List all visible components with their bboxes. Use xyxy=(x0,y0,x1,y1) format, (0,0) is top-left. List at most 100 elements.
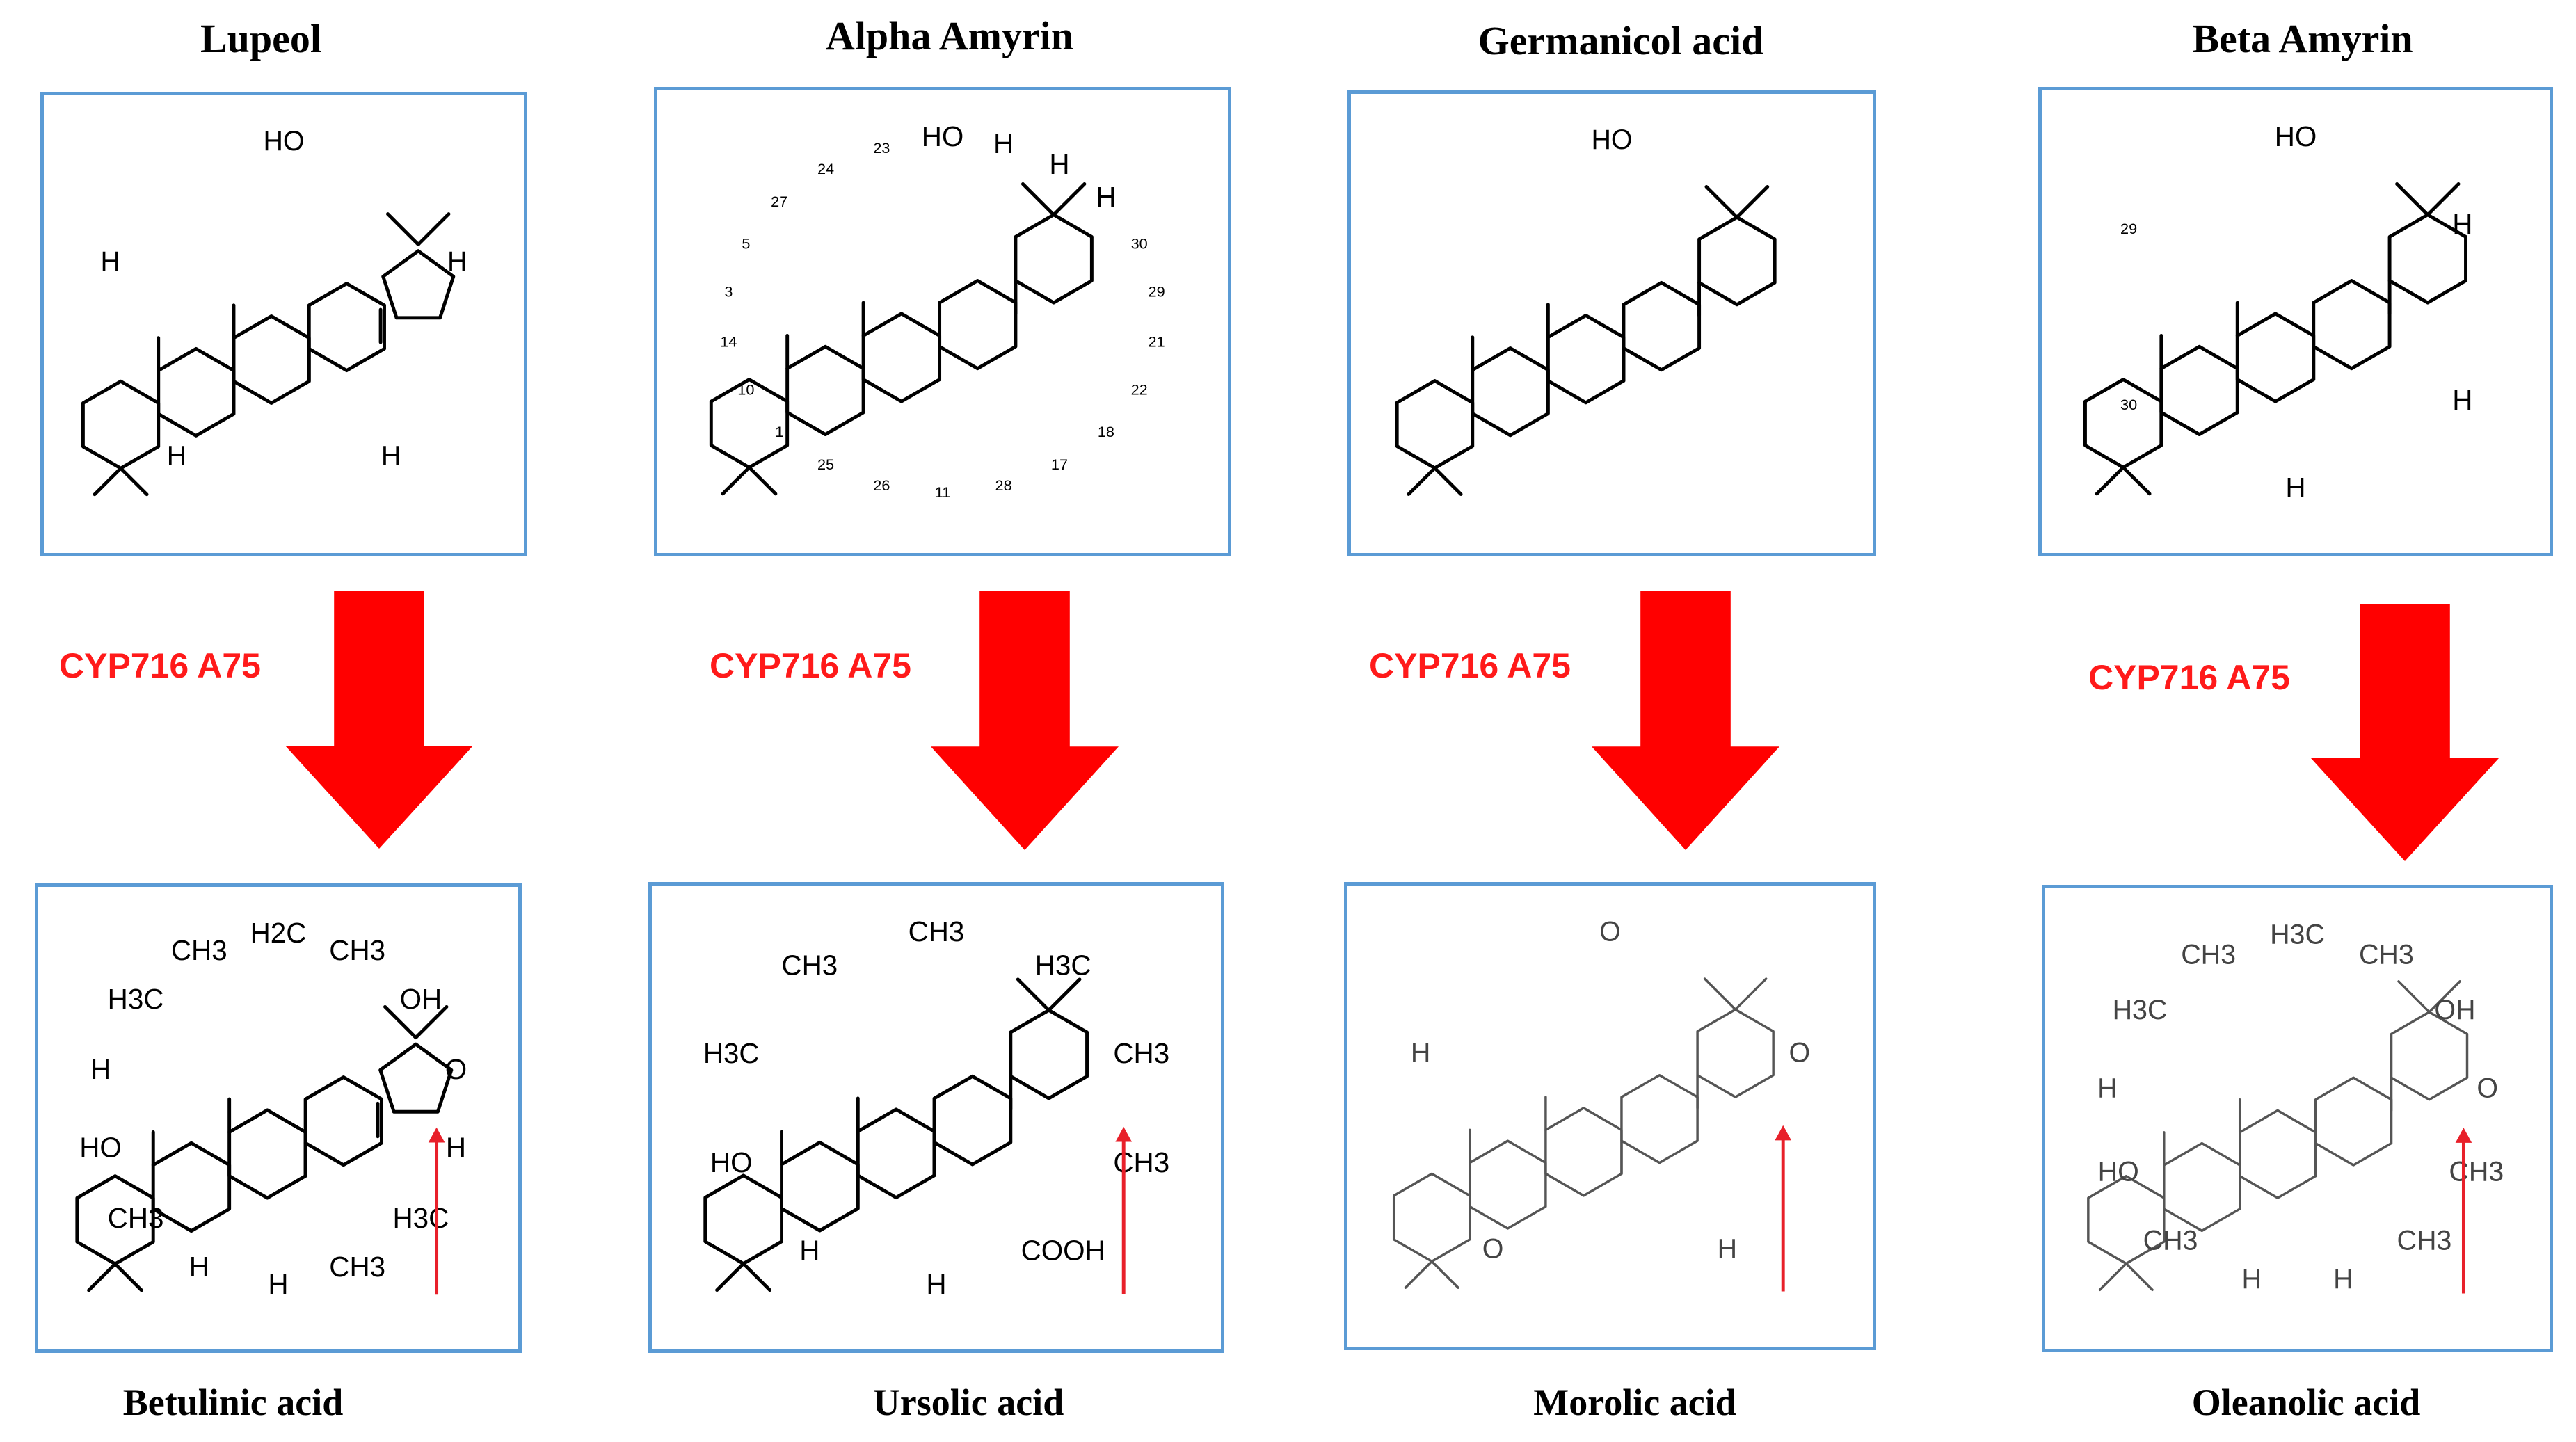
ring-skeleton xyxy=(81,212,456,497)
ring-skeleton xyxy=(709,182,1094,496)
thin-red-up-arrow-icon xyxy=(1775,1125,1792,1292)
atom-label: H xyxy=(90,1053,111,1085)
atom-label: H xyxy=(2097,1073,2117,1104)
product-label: Morolic acid xyxy=(1533,1381,1736,1423)
atom-number-label: 1 xyxy=(775,423,783,440)
atom-number-label: 5 xyxy=(742,234,750,252)
ring-skeleton xyxy=(75,1004,454,1292)
atom-number-label: 25 xyxy=(817,456,834,473)
atom-label: HO xyxy=(2098,1156,2139,1187)
atom-number-label: 3 xyxy=(724,283,733,301)
atom-label: HO xyxy=(263,126,304,157)
atom-number-label: 21 xyxy=(1149,333,1165,350)
substrate-title: Lupeol xyxy=(200,16,322,61)
atom-label: H2C xyxy=(250,917,307,949)
product-label: Ursolic acid xyxy=(872,1381,1064,1423)
atom-number-label: 27 xyxy=(771,193,787,210)
atom-label: H3C xyxy=(1035,949,1091,981)
atom-number-label: 23 xyxy=(873,139,890,157)
atom-label: H xyxy=(2285,472,2305,504)
ring-skeleton xyxy=(2087,980,2469,1291)
atom-number-label: 22 xyxy=(1131,381,1148,399)
ring-skeleton xyxy=(1392,977,1775,1289)
atom-label: H xyxy=(446,1132,466,1164)
thin-red-up-arrow-icon xyxy=(428,1127,445,1295)
atom-label: H xyxy=(268,1268,288,1300)
ring-skeleton xyxy=(703,977,1089,1292)
atom-label: H3C xyxy=(108,983,164,1015)
atom-label: CH3 xyxy=(2397,1225,2452,1256)
atom-label: H xyxy=(926,1268,946,1300)
atom-label: H3C xyxy=(2270,919,2325,950)
enzyme-label: CYP716 A75 xyxy=(710,646,911,685)
atom-label: O xyxy=(1482,1233,1504,1264)
atom-label: CH3 xyxy=(2449,1156,2504,1187)
atom-number-label: 26 xyxy=(873,476,890,494)
substrate-title: Germanicol acid xyxy=(1478,18,1764,63)
atom-label: CH3 xyxy=(2143,1225,2198,1256)
atom-label: HO xyxy=(710,1146,753,1178)
atom-label: H3C xyxy=(703,1037,760,1069)
atom-label: HO xyxy=(2275,120,2317,152)
substrate-title: Beta Amyrin xyxy=(2192,16,2413,61)
atom-label: H xyxy=(1718,1233,1737,1264)
atom-number-label: 29 xyxy=(1149,283,1165,301)
atom-label: H xyxy=(1049,148,1069,180)
enzyme-label: CYP716 A75 xyxy=(59,646,261,685)
atom-label: HO xyxy=(1591,125,1632,155)
atom-label: OH xyxy=(400,983,442,1015)
atom-label: H xyxy=(2452,384,2472,416)
atom-label: H xyxy=(167,440,186,471)
atom-label: CH3 xyxy=(1113,1146,1169,1178)
atom-label: H xyxy=(381,440,401,471)
atom-number-label: 18 xyxy=(1098,423,1114,440)
atom-label: CH3 xyxy=(108,1202,164,1234)
product-label: Betulinic acid xyxy=(122,1381,344,1423)
atom-label: H xyxy=(2333,1264,2353,1295)
atom-label: CH3 xyxy=(329,1251,385,1283)
atom-label: H xyxy=(447,246,467,277)
atom-label: H xyxy=(2452,208,2472,240)
atom-number-label: 11 xyxy=(935,483,950,501)
substrate-structure-box: HO H H H H xyxy=(40,92,527,556)
enzyme-label: CYP716 A75 xyxy=(2088,658,2290,697)
atom-label: H xyxy=(189,1251,209,1283)
atom-label: H xyxy=(2241,1264,2261,1295)
atom-label: H xyxy=(1411,1038,1430,1068)
atom-label: HO xyxy=(79,1132,122,1164)
atom-number-label: 30 xyxy=(2120,396,2137,413)
atom-label: CH3 xyxy=(2359,939,2414,970)
atom-label: O xyxy=(445,1053,467,1085)
atom-number-label: 14 xyxy=(720,333,737,350)
atom-label: H xyxy=(1096,181,1116,213)
atom-label: CH3 xyxy=(329,934,385,966)
atom-label: H xyxy=(101,246,120,277)
atom-label: CH3 xyxy=(909,915,965,947)
atom-label: H3C xyxy=(2113,995,2168,1025)
thin-red-up-arrow-icon xyxy=(2455,1128,2472,1294)
atom-label: O xyxy=(2477,1073,2498,1104)
atom-number-label: 28 xyxy=(995,476,1012,494)
atom-label: H3C xyxy=(393,1202,449,1234)
atom-label: CH3 xyxy=(171,934,227,966)
substrate-structure: HO H H H H xyxy=(81,126,467,497)
large-red-down-arrow-icon xyxy=(931,591,1119,850)
atom-number-label: 10 xyxy=(737,381,754,399)
large-red-down-arrow-icon xyxy=(2311,604,2499,861)
substrate-structure-box: HO xyxy=(1347,90,1876,556)
thin-red-up-arrow-icon xyxy=(1115,1126,1133,1294)
atom-label: COOH xyxy=(1021,1235,1105,1267)
enzyme-label: CYP716 A75 xyxy=(1369,646,1571,685)
atom-number-label: 17 xyxy=(1051,456,1068,473)
